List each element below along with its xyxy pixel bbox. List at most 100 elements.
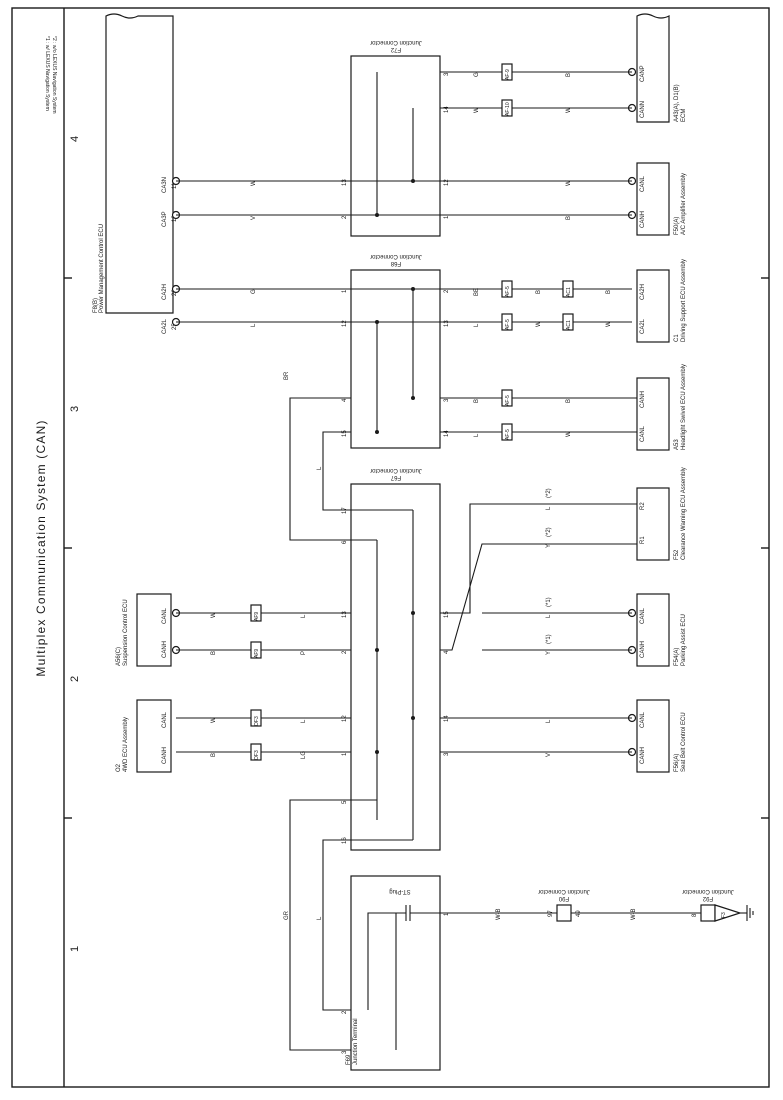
- svg-text:OF3: OF3: [254, 716, 260, 726]
- svg-text:6: 6: [342, 540, 348, 544]
- svg-text:AF-10: AF-10: [505, 102, 511, 116]
- svg-text:W: W: [606, 321, 612, 327]
- svg-text:Junction Connector: Junction Connector: [370, 467, 422, 473]
- svg-text:Headlight Swivel ECU Assembly: Headlight Swivel ECU Assembly: [681, 364, 687, 450]
- 4wd-ecu: O2 4WD ECU Assembly CANL CANH: [116, 699, 172, 773]
- svg-text:Junction Terminal: Junction Terminal: [353, 1018, 359, 1065]
- svg-text:W-B: W-B: [496, 908, 502, 920]
- svg-text:8: 8: [692, 913, 698, 917]
- svg-text:Power Management Control ECU: Power Management Control ECU: [99, 224, 105, 313]
- svg-text:3: 3: [444, 752, 450, 756]
- svg-text:Junction Connector: Junction Connector: [370, 253, 422, 259]
- svg-text:CA3N: CA3N: [162, 177, 168, 193]
- svg-text:L: L: [317, 466, 323, 470]
- svg-text:W: W: [211, 612, 217, 618]
- svg-text:AF-9: AF-9: [505, 69, 511, 80]
- svg-text:AF9: AF9: [254, 612, 260, 621]
- svg-text:14: 14: [444, 430, 450, 437]
- svg-text:Y: Y: [546, 544, 552, 548]
- suspension-control-ecu: A56(C) Suspension Control ECU CANL CANH: [116, 593, 181, 667]
- ground-junctions: F90 Junction Connector F92 Junction Conn…: [538, 888, 754, 922]
- svg-text:2: 2: [444, 289, 450, 293]
- svg-text:CANH: CANH: [162, 641, 168, 658]
- junction-connector-f72: F72 Junction Connector: [350, 39, 441, 237]
- svg-text:L: L: [301, 719, 307, 723]
- svg-text:F68: F68: [390, 260, 401, 266]
- svg-text:25: 25: [172, 323, 178, 330]
- svg-text:L: L: [251, 323, 257, 327]
- svg-text:AF-5: AF-5: [505, 286, 511, 297]
- note-2: *2 : w/o LEXUS Navigation System: [51, 36, 57, 114]
- svg-text:1: 1: [444, 215, 450, 219]
- zone-label-3: 3: [69, 406, 81, 412]
- svg-text:3: 3: [342, 1050, 348, 1054]
- clearance-warning-ecu: F52 Clearance Warning ECU Assembly R2 R1: [636, 467, 687, 561]
- svg-text:CANH: CANH: [162, 747, 168, 764]
- zone-ticks: [64, 277, 769, 819]
- svg-text:AC1: AC1: [566, 320, 572, 330]
- svg-text:1: 1: [342, 289, 348, 293]
- svg-text:W: W: [566, 180, 572, 186]
- svg-text:G: G: [474, 72, 480, 77]
- svg-text:CA2L: CA2L: [640, 318, 646, 334]
- svg-text:4WD ECU Assembly: 4WD ECU Assembly: [123, 717, 129, 772]
- svg-text:A/C Amplifier Assembly: A/C Amplifier Assembly: [681, 173, 687, 235]
- svg-text:V: V: [251, 216, 257, 220]
- svg-text:49: 49: [576, 910, 582, 917]
- svg-text:4: 4: [444, 650, 450, 654]
- svg-text:GR: GR: [284, 910, 290, 920]
- svg-text:F90: F90: [558, 895, 569, 901]
- svg-text:B: B: [536, 290, 542, 294]
- svg-text:F69: F69: [346, 1054, 352, 1065]
- svg-text:F67: F67: [390, 474, 401, 480]
- svg-text:B: B: [566, 216, 572, 220]
- zone-label-2: 2: [69, 676, 81, 682]
- svg-text:(*1): (*1): [546, 597, 552, 607]
- svg-text:P: P: [301, 651, 307, 655]
- svg-text:Junction Connector: Junction Connector: [682, 888, 734, 894]
- svg-text:CANH: CANH: [640, 391, 646, 408]
- svg-text:W-B: W-B: [631, 908, 637, 920]
- svg-text:CANL: CANL: [640, 711, 646, 728]
- svg-text:CANN: CANN: [640, 101, 646, 118]
- junction-connector-f68: F68 Junction Connector: [350, 253, 441, 449]
- svg-text:R2: R2: [640, 502, 646, 510]
- svg-text:14: 14: [444, 106, 450, 113]
- svg-text:CA2L: CA2L: [162, 318, 168, 334]
- svg-text:4: 4: [342, 398, 348, 402]
- svg-text:AC1: AC1: [566, 287, 572, 297]
- svg-text:B: B: [566, 73, 572, 77]
- junction-terminal-f69: F69 Junction Terminal ST-Plug: [346, 875, 441, 1071]
- inline-connector-labels: AF-9 AF-10 AF-5 AF-5 AC1 AC1 AF-5 AF-5 A…: [254, 69, 727, 918]
- svg-text:ECM: ECM: [681, 109, 687, 122]
- svg-text:C1: C1: [674, 334, 680, 342]
- svg-text:2: 2: [342, 215, 348, 219]
- svg-text:AF9: AF9: [254, 649, 260, 658]
- svg-text:L: L: [301, 614, 307, 618]
- svg-text:L: L: [546, 506, 552, 510]
- svg-text:BE: BE: [474, 288, 480, 296]
- ecm: A43(A), D1(B) ECM CANP CANN: [627, 13, 687, 123]
- svg-text:1: 1: [342, 752, 348, 756]
- svg-text:F56(A): F56(A): [674, 754, 680, 772]
- svg-text:Junction Connector: Junction Connector: [538, 888, 590, 894]
- svg-text:Parking Assist ECU: Parking Assist ECU: [681, 614, 687, 666]
- svg-text:16: 16: [342, 837, 348, 844]
- svg-text:CANL: CANL: [640, 425, 646, 442]
- svg-text:OF3: OF3: [254, 750, 260, 760]
- svg-text:A43(A), D1(B): A43(A), D1(B): [674, 84, 680, 122]
- diagram-title: Multiplex Communication System (CAN): [34, 419, 48, 676]
- svg-text:B: B: [211, 753, 217, 757]
- svg-text:G: G: [251, 289, 257, 294]
- svg-text:L: L: [474, 323, 480, 327]
- svg-text:13: 13: [342, 611, 348, 618]
- svg-text:CA2H: CA2H: [640, 284, 646, 300]
- svg-text:11: 11: [172, 182, 178, 189]
- svg-text:CANP: CANP: [640, 65, 646, 82]
- svg-text:F3: F3: [721, 912, 727, 918]
- svg-text:F8(B): F8(B): [93, 298, 99, 313]
- svg-text:15: 15: [444, 611, 450, 618]
- svg-text:Seat Belt Control ECU: Seat Belt Control ECU: [681, 712, 687, 772]
- driving-support-ecu: C1 Driving Support ECU Assembly CA2H CA2…: [636, 259, 687, 343]
- svg-text:CANL: CANL: [640, 607, 646, 624]
